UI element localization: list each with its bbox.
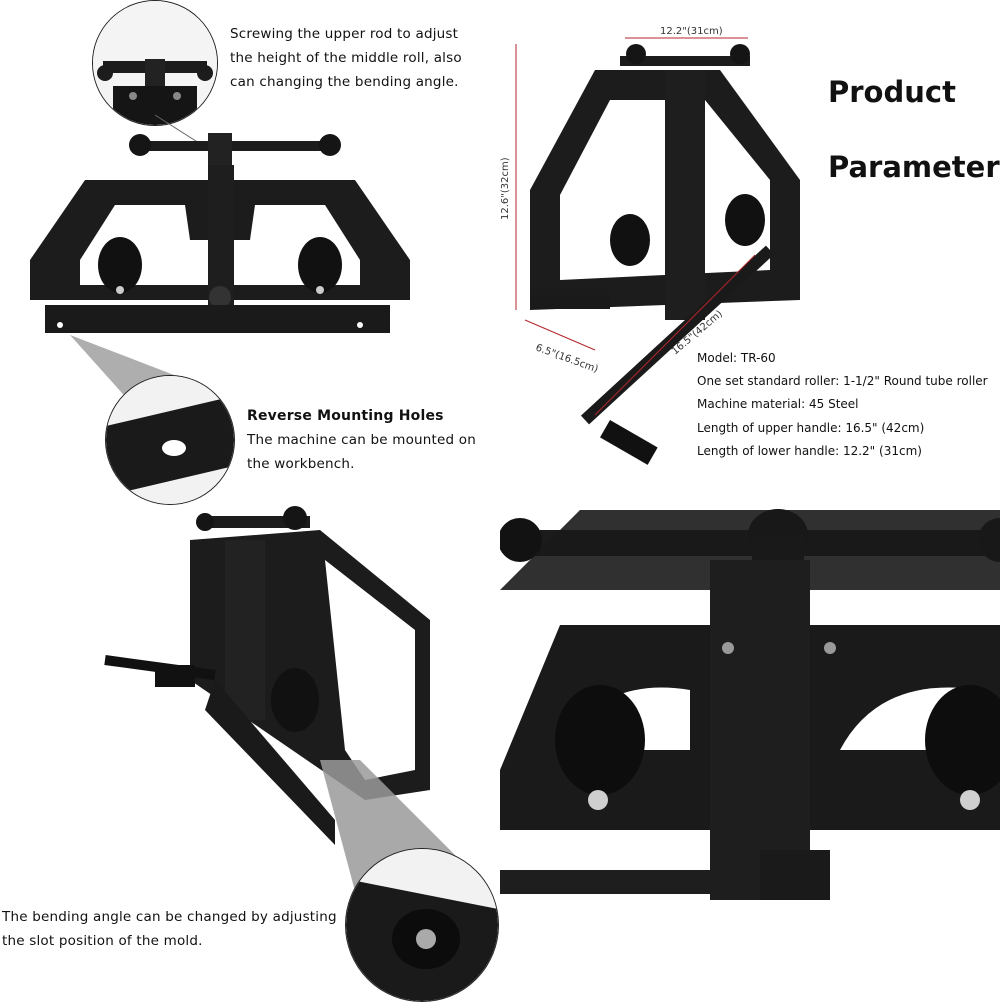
mounting-title: Reverse Mounting Holes xyxy=(247,408,444,424)
roller-slot-closeup-image xyxy=(346,849,498,1001)
caption-line: The bending angle can be changed by adju… xyxy=(2,909,337,925)
dimension-width: 12.2"(31cm) xyxy=(660,26,723,37)
zoom-circle-upper-rod xyxy=(92,0,218,126)
param-roller: One set standard roller: 1-1/2" Round tu… xyxy=(697,374,988,389)
zoom-circle-mounting-hole xyxy=(105,375,235,505)
tube-bender-closeup-image xyxy=(500,500,1000,900)
caption-mounting: Reverse Mounting Holes The machine can b… xyxy=(247,404,476,476)
tube-bender-angled-image xyxy=(104,506,430,845)
caption-bend-angle: The bending angle can be changed by adju… xyxy=(2,905,337,953)
caption-line: can changing the bending angle. xyxy=(230,74,459,90)
mounting-hole-closeup-image xyxy=(106,376,234,504)
product-params-list: Model: TR-60 One set standard roller: 1-… xyxy=(697,347,988,463)
upper-rod-closeup-image xyxy=(93,1,217,125)
param-lower-handle: Length of lower handle: 12.2" (31cm) xyxy=(697,443,922,458)
dimension-height: 12.6"(32cm) xyxy=(500,157,511,220)
param-model: Model: TR-60 xyxy=(697,351,776,365)
product-params-title: Product Parameters xyxy=(828,55,1000,205)
tube-bender-dimension-image: 12.6"(32cm) 12.2"(31cm) 6.5"(16.5cm) 16.… xyxy=(500,26,800,465)
param-material: Machine material: 45 Steel xyxy=(697,397,859,412)
tube-bender-front-image xyxy=(30,133,410,333)
caption-line: the slot position of the mold. xyxy=(2,933,203,949)
caption-line: The machine can be mounted on xyxy=(247,432,477,448)
params-title-line2: Parameters xyxy=(828,150,1000,184)
params-title-line1: Product xyxy=(828,75,956,109)
caption-line: the workbench. xyxy=(247,456,355,472)
zoom-circle-roller-slot xyxy=(345,848,499,1002)
param-upper-handle: Length of upper handle: 16.5" (42cm) xyxy=(697,420,925,435)
caption-line: the height of the middle roll, also xyxy=(230,50,462,66)
caption-line: Screwing the upper rod to adjust xyxy=(230,26,459,42)
caption-adjust-rod: Screwing the upper rod to adjust the hei… xyxy=(230,22,462,94)
